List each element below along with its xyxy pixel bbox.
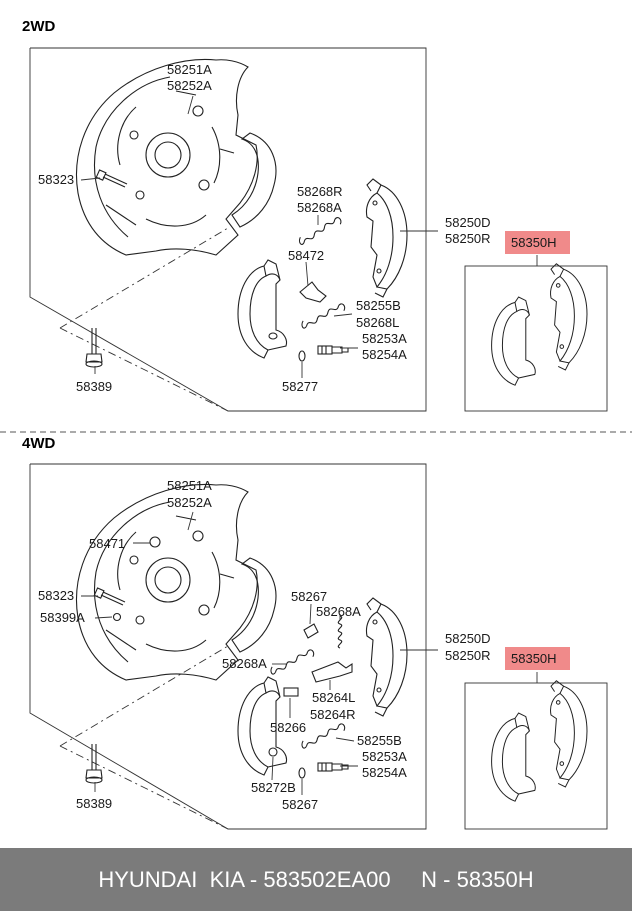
label-58255b-4wd: 58255B bbox=[357, 733, 402, 748]
label-58252a-2wd: 58252A bbox=[167, 78, 212, 93]
label-58252a-4wd: 58252A bbox=[167, 495, 212, 510]
spring-58255b-4wd bbox=[298, 722, 348, 750]
bolt-58389-4wd bbox=[85, 743, 103, 784]
label-58268l-2wd: 58268L bbox=[356, 315, 399, 330]
kit-shoe-left-2wd bbox=[491, 296, 536, 386]
cup-shoe-2wd bbox=[268, 332, 278, 340]
brake-shoe-right-4wd bbox=[365, 597, 408, 717]
section-title-2wd: 2WD bbox=[22, 18, 56, 35]
kit-box-4wd bbox=[464, 682, 608, 830]
kit-shoe-left-4wd bbox=[491, 712, 536, 802]
bolt-58323-2wd bbox=[95, 169, 128, 188]
diagram-frame-2wd bbox=[29, 47, 427, 412]
label-58267-top-4wd: 58267 bbox=[291, 589, 327, 604]
label-58250d-4wd: 58250D bbox=[445, 631, 491, 646]
label-58255b-2wd: 58255B bbox=[356, 298, 401, 313]
label-58267-bottom-4wd: 58267 bbox=[282, 797, 318, 812]
spring-58268a-left-4wd bbox=[267, 648, 317, 676]
kit-box-2wd bbox=[464, 265, 608, 412]
kit-shoe-right-2wd bbox=[550, 263, 588, 371]
retainer-58267-top-4wd bbox=[303, 623, 319, 639]
dash-line-4wd-b bbox=[59, 745, 229, 830]
label-58251a-4wd: 58251A bbox=[167, 478, 212, 493]
label-58389-2wd: 58389 bbox=[76, 379, 112, 394]
highlight-box-2wd bbox=[505, 231, 570, 254]
diagram-frame-4wd bbox=[29, 463, 427, 830]
label-58254a-2wd: 58254A bbox=[362, 347, 407, 362]
dash-line-2wd bbox=[59, 227, 229, 329]
label-58264r-4wd: 58264R bbox=[310, 707, 356, 722]
label-58250r-4wd: 58250R bbox=[445, 648, 491, 663]
label-58472-2wd: 58472 bbox=[288, 248, 324, 263]
label-58251a-2wd: 58251A bbox=[167, 62, 212, 77]
highlight-box-4wd bbox=[505, 647, 570, 670]
brake-shoe-right-2wd bbox=[365, 178, 408, 298]
label-58250d-2wd: 58250D bbox=[445, 215, 491, 230]
label-58253a-4wd: 58253A bbox=[362, 749, 407, 764]
spring-58255b-2wd bbox=[298, 302, 348, 330]
section-title-4wd: 4WD bbox=[22, 435, 56, 452]
footer-text: HYUNDAI KIA - 583502EA00 N - 58350H bbox=[98, 866, 534, 892]
backing-plate-4wd bbox=[75, 483, 277, 681]
clip-58266-4wd bbox=[283, 687, 299, 697]
label-58350h-4wd: 58350H bbox=[511, 651, 557, 666]
spring-58268a-right-4wd bbox=[337, 615, 343, 649]
brake-shoe-left-2wd bbox=[237, 259, 288, 359]
bolt-58323-4wd bbox=[93, 587, 126, 606]
label-58471-4wd: 58471 bbox=[89, 536, 125, 551]
spring-58268-2wd bbox=[295, 216, 345, 246]
label-58268a-2wd: 58268A bbox=[297, 200, 342, 215]
footer-part-number-bar: HYUNDAI KIA - 583502EA00 N - 58350H bbox=[0, 848, 632, 911]
label-58253a-2wd: 58253A bbox=[362, 331, 407, 346]
label-58350h-2wd: 58350H bbox=[511, 235, 557, 250]
pin-58253-2wd bbox=[317, 345, 349, 355]
dash-line-4wd bbox=[59, 645, 229, 747]
parts-diagram: 2WD 58251A 58252A 58323 58268R 58268A 58… bbox=[0, 18, 632, 830]
label-58399a-4wd: 58399A bbox=[40, 610, 85, 625]
adjuster-58472-2wd bbox=[299, 281, 327, 303]
label-58268r-2wd: 58268R bbox=[297, 184, 343, 199]
washer-58399a-4wd bbox=[112, 612, 122, 622]
kit-shoe-right-4wd bbox=[550, 680, 588, 788]
pin-58253-4wd bbox=[317, 762, 349, 772]
label-58268a-right-4wd: 58268A bbox=[316, 604, 361, 619]
plug-58471-4wd bbox=[149, 536, 161, 548]
cup-58272b-4wd bbox=[268, 747, 278, 757]
label-58323-4wd: 58323 bbox=[38, 588, 74, 603]
dash-line-2wd-b bbox=[59, 327, 229, 412]
label-58254a-4wd: 58254A bbox=[362, 765, 407, 780]
retainer-58267-bottom-4wd bbox=[298, 767, 306, 779]
lever-58264-4wd bbox=[311, 661, 353, 683]
label-58266-4wd: 58266 bbox=[270, 720, 306, 735]
label-58277-2wd: 58277 bbox=[282, 379, 318, 394]
label-58268a-left-4wd: 58268A bbox=[222, 656, 267, 671]
label-58323-2wd: 58323 bbox=[38, 172, 74, 187]
label-58389-4wd: 58389 bbox=[76, 796, 112, 811]
label-58250r-2wd: 58250R bbox=[445, 231, 491, 246]
label-58264l-4wd: 58264L bbox=[312, 690, 355, 705]
cup-58277-2wd bbox=[298, 350, 306, 362]
label-58272b-4wd: 58272B bbox=[251, 780, 296, 795]
